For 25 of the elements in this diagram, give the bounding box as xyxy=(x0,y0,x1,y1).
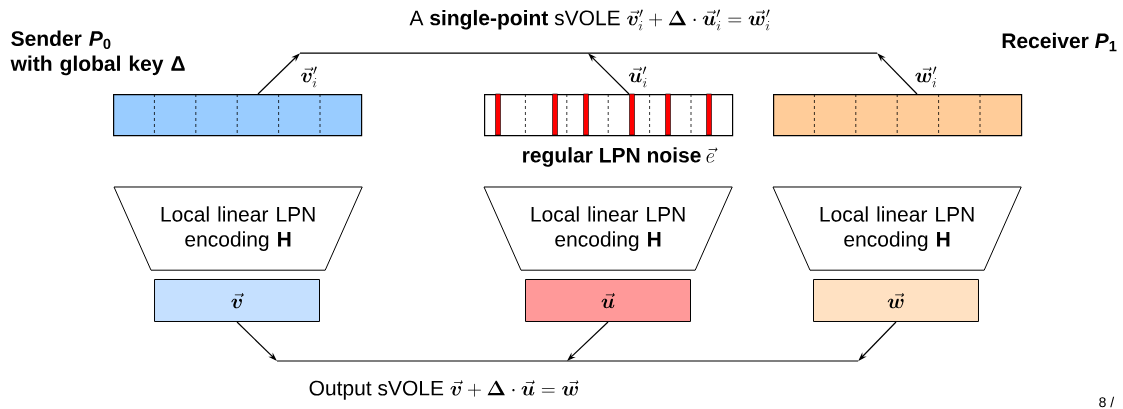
arrow xyxy=(877,53,918,95)
text-with-bus-line: A single-point sVOLE $\vec{\boldsymbol{v}}'_i + \boldsymbol{\Delta} \cdot \vec{\boldsymbol{u}}'_i = \vec{\boldsymbol{w}}'_i$ xyxy=(299,9,878,54)
vector-bar xyxy=(484,93,734,137)
vector-box: $\vec{\boldsymbol{w}}$ xyxy=(813,279,979,322)
arrow xyxy=(236,321,277,361)
noise-label: regular LPN noise xyxy=(523,147,701,167)
page-number: 8 / xyxy=(1099,396,1115,408)
arrow xyxy=(858,321,897,361)
text-with-bus-line: Output sVOLE $\vec{\boldsymbol{v}} + \boldsymbol{\Delta} \cdot \vec{\boldsymbol{u}} = \vec{\boldsymbol{w}}$ xyxy=(276,360,859,400)
party-label: Sender P$_{0}$ with global key Δ xyxy=(10,30,185,76)
trapezoid-box: Local linear LPN encoding H xyxy=(113,186,363,271)
vector-label: $\vec{\boldsymbol{u}}'_i$ xyxy=(628,66,647,88)
trapezoid-box: Local linear LPN encoding H xyxy=(483,186,733,271)
party-label: Receiver P$_{1}$ xyxy=(1002,32,1117,52)
vector-box: $\vec{\boldsymbol{u}}$ xyxy=(525,279,691,322)
vector-label: $\vec{\boldsymbol{w}}'_i$ xyxy=(915,66,937,88)
vector-label: $\vec{\boldsymbol{v}}'_i$ xyxy=(301,66,317,88)
vector-label: $\vec{e}$ xyxy=(706,147,718,163)
arrow xyxy=(567,321,609,361)
trapezoid-box: Local linear LPN encoding H xyxy=(772,186,1022,271)
vector-bar xyxy=(773,93,1023,137)
vector-bar xyxy=(113,93,363,137)
vector-box: $\vec{\boldsymbol{v}}$ xyxy=(154,279,320,322)
arrow xyxy=(257,53,300,95)
arrow xyxy=(588,53,630,95)
